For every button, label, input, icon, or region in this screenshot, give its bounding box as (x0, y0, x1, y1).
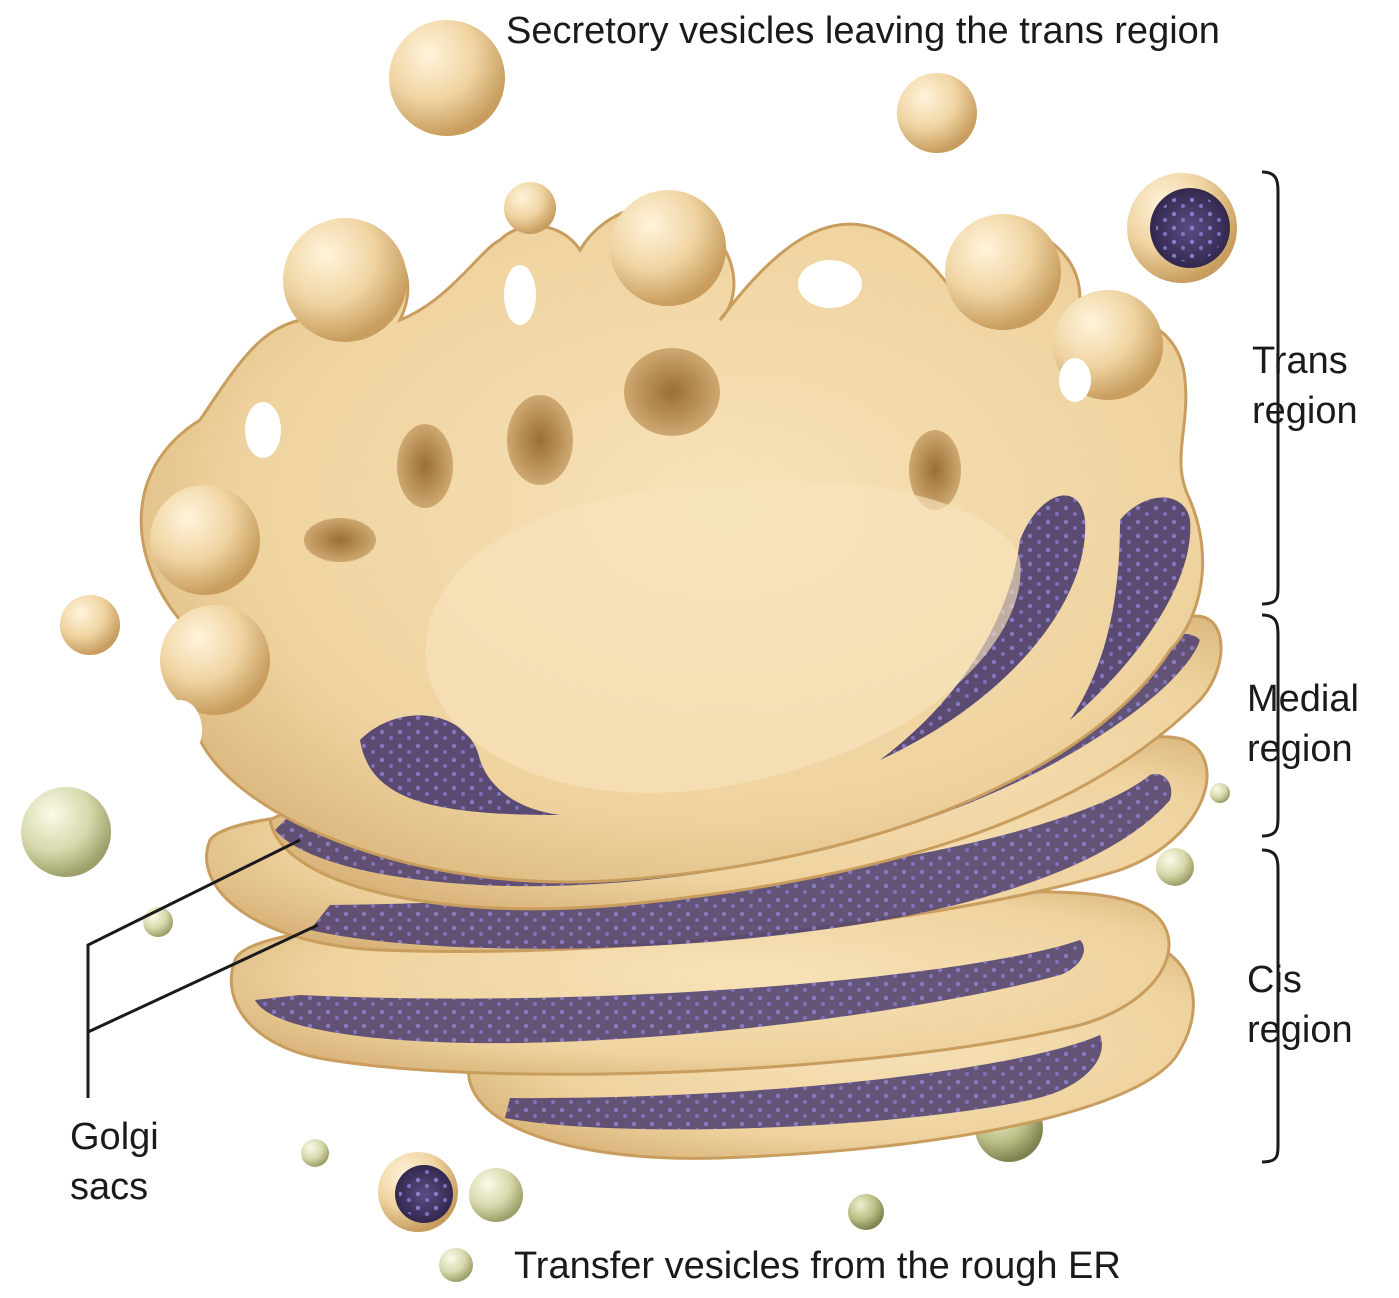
trans-region-label-line2: region (1252, 386, 1358, 436)
transfer-vesicle (439, 1248, 473, 1282)
fenestration (1059, 358, 1091, 402)
secretory-vesicle (60, 595, 120, 655)
transfer-vesicle (301, 1139, 329, 1167)
budding-vesicle (160, 605, 270, 715)
fenestration (245, 402, 281, 458)
cis-region-label-line1: Cis (1247, 955, 1353, 1005)
golgi-sacs-label: Golgi sacs (70, 1112, 159, 1212)
budding-vesicle (283, 218, 407, 342)
secretory-vesicle (897, 73, 977, 153)
vesicle-cargo (1156, 194, 1224, 262)
budding-vesicle (610, 190, 726, 306)
cis-region-label-line2: region (1247, 1005, 1353, 1055)
transfer-vesicle (1156, 848, 1194, 886)
golgi-sacs-label-line1: Golgi (70, 1112, 159, 1162)
fenestration (397, 424, 453, 508)
fenestration (158, 700, 202, 760)
fenestration (798, 260, 862, 308)
transfer-vesicle (848, 1194, 884, 1230)
golgi-stack (141, 182, 1221, 1158)
secretory-vesicles-label: Secretory vesicles leaving the trans reg… (506, 8, 1220, 54)
fenestration (507, 395, 573, 485)
vesicle-cargo (399, 1169, 449, 1219)
transfer-vesicle (1210, 783, 1230, 803)
trans-region-label: Trans region (1252, 336, 1358, 436)
budding-vesicle (150, 485, 260, 595)
budding-vesicle (504, 182, 556, 234)
transfer-vesicles-label: Transfer vesicles from the rough ER (514, 1243, 1121, 1289)
trans-region-label-line1: Trans (1252, 336, 1358, 386)
transfer-vesicle (21, 787, 111, 877)
fenestration (504, 265, 536, 325)
cis-region-label: Cis region (1247, 955, 1353, 1055)
medial-region-label-line1: Medial (1247, 674, 1359, 724)
medial-region-label-line2: region (1247, 724, 1359, 774)
budding-vesicle (945, 214, 1061, 330)
golgi-sacs-label-line2: sacs (70, 1162, 159, 1212)
transfer-vesicle (469, 1168, 523, 1222)
secretory-vesicle (389, 20, 505, 136)
medial-region-label: Medial region (1247, 674, 1359, 774)
fenestration (304, 518, 376, 562)
fenestration (624, 348, 720, 436)
